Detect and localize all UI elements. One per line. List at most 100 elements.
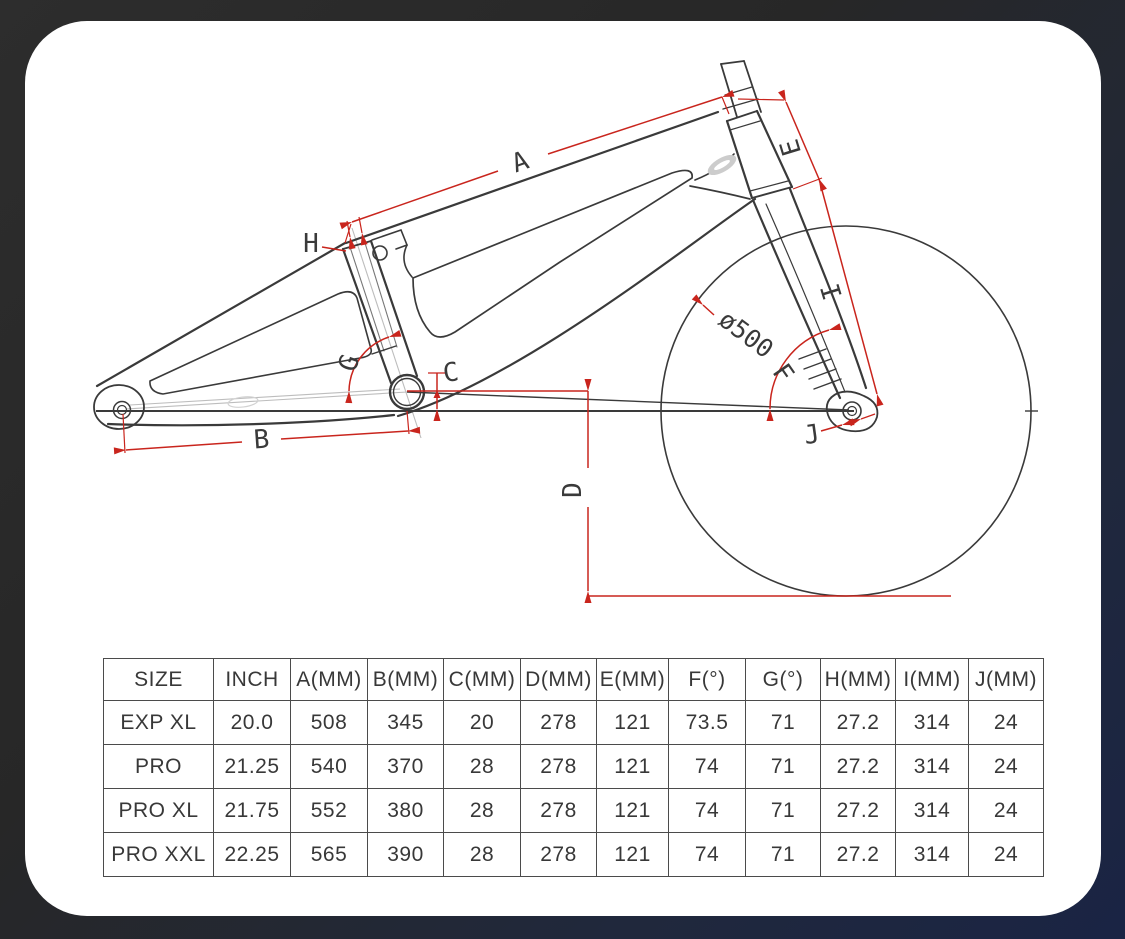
dim-A-line-2	[547, 89, 735, 155]
main-triangle-window	[412, 169, 693, 338]
table-cell: 21.25	[213, 744, 291, 789]
table-cell: 71	[745, 700, 821, 745]
label-F: F	[766, 358, 800, 388]
table-cell: 22.25	[213, 832, 291, 877]
down-tube-outer-edge	[396, 197, 757, 418]
label-G: G	[333, 351, 367, 376]
steerer-top-face	[720, 60, 745, 65]
table-cell: 74	[668, 832, 746, 877]
seat-tube-centerline	[351, 227, 422, 439]
top-tube-upper-edge	[344, 110, 720, 245]
table-cell: 552	[290, 788, 368, 833]
table-cell: 121	[596, 744, 669, 789]
dim-H-tick-right	[358, 216, 368, 246]
head-tube-left-edge	[725, 119, 754, 200]
table-header-cell: F(°)	[668, 658, 746, 701]
table-cell: 27.2	[820, 832, 896, 877]
table-cell: 121	[596, 832, 669, 877]
table-header-cell: J(MM)	[968, 658, 1044, 701]
dim-E-ext-bottom	[792, 177, 823, 190]
table-cell: 28	[443, 744, 521, 789]
table-cell: 314	[895, 700, 969, 745]
table-cell: 540	[290, 744, 368, 789]
table-cell: 345	[367, 700, 444, 745]
table-cell: 278	[520, 744, 597, 789]
label-E: E	[775, 135, 808, 159]
table-cell: 74	[668, 788, 746, 833]
rear-dropout-plate	[93, 384, 145, 430]
table-cell: 314	[895, 832, 969, 877]
table-cell: 121	[596, 788, 669, 833]
table-cell: 278	[520, 788, 597, 833]
table-cell: 20.0	[213, 700, 291, 745]
dim-G-arc	[345, 329, 402, 404]
logo-swoosh	[714, 159, 730, 171]
dimension-annotations	[113, 89, 951, 603]
seatstay-top-edge	[95, 241, 347, 388]
down-tube-inner-edge-to-head	[689, 185, 751, 200]
dim-C-arrow-up	[433, 390, 441, 398]
dim-B-line-2	[280, 426, 421, 440]
table-cell: PRO XXL	[103, 832, 214, 877]
label-wheel-diameter: ø500	[713, 305, 779, 364]
label-A: A	[508, 146, 533, 180]
table-cell: PRO XL	[103, 788, 214, 833]
dim-B-ext-left	[122, 413, 126, 454]
seat-clamp-bolt	[372, 245, 388, 261]
table-cell: 314	[895, 744, 969, 789]
dimension-labels: A B C D E F G H I J ø500	[253, 135, 849, 497]
dim-E-ext-top	[737, 98, 785, 101]
frame-outline	[93, 60, 879, 433]
table-header-cell: C(MM)	[443, 658, 521, 701]
chainstay-logo	[227, 396, 259, 408]
label-I: I	[816, 279, 849, 303]
table-header-cell: G(°)	[745, 658, 821, 701]
table-cell: EXP XL	[103, 700, 214, 745]
table-header-cell: I(MM)	[895, 658, 969, 701]
table-cell: 21.75	[213, 788, 291, 833]
wheel-dia-leader	[691, 294, 715, 316]
table-cell: 380	[367, 788, 444, 833]
axle-to-bb-centerline	[125, 391, 408, 410]
dim-A-ext-right	[721, 96, 730, 115]
table-cell: 565	[290, 832, 368, 877]
table-header-cell: A(MM)	[290, 658, 368, 701]
seatpost-sleeve-right	[364, 242, 398, 348]
table-cell: 27.2	[820, 788, 896, 833]
table-header-cell: SIZE	[103, 658, 214, 701]
dim-B-line-1	[113, 441, 243, 455]
seat-clamp-lug	[371, 228, 409, 250]
table-header-cell: INCH	[213, 658, 291, 701]
label-J: J	[802, 419, 822, 451]
rear-axle-outer	[112, 400, 132, 420]
table-cell: 390	[367, 832, 444, 877]
table-header-cell: B(MM)	[367, 658, 444, 701]
label-C: C	[441, 357, 461, 389]
rear-triangle-window	[149, 290, 373, 395]
fork-blade-right-edge	[788, 187, 868, 390]
table-cell: 24	[968, 832, 1044, 877]
bb-to-front-axle-line	[406, 391, 850, 411]
dim-J-arrow-left	[820, 418, 855, 432]
table-cell: 508	[290, 700, 368, 745]
cluster-junction-curve	[403, 244, 413, 278]
head-tube-top-face	[726, 110, 758, 122]
table-header-cell: H(MM)	[820, 658, 896, 701]
headset-top-cup-line	[729, 120, 761, 131]
table-cell: 278	[520, 700, 597, 745]
table-header-cell: E(MM)	[596, 658, 669, 701]
label-H: H	[303, 229, 319, 259]
table-cell: 24	[968, 700, 1044, 745]
table-cell: 27.2	[820, 700, 896, 745]
table-cell: 28	[443, 832, 521, 877]
table-cell: 27.2	[820, 744, 896, 789]
front-axle-inner	[846, 405, 858, 417]
